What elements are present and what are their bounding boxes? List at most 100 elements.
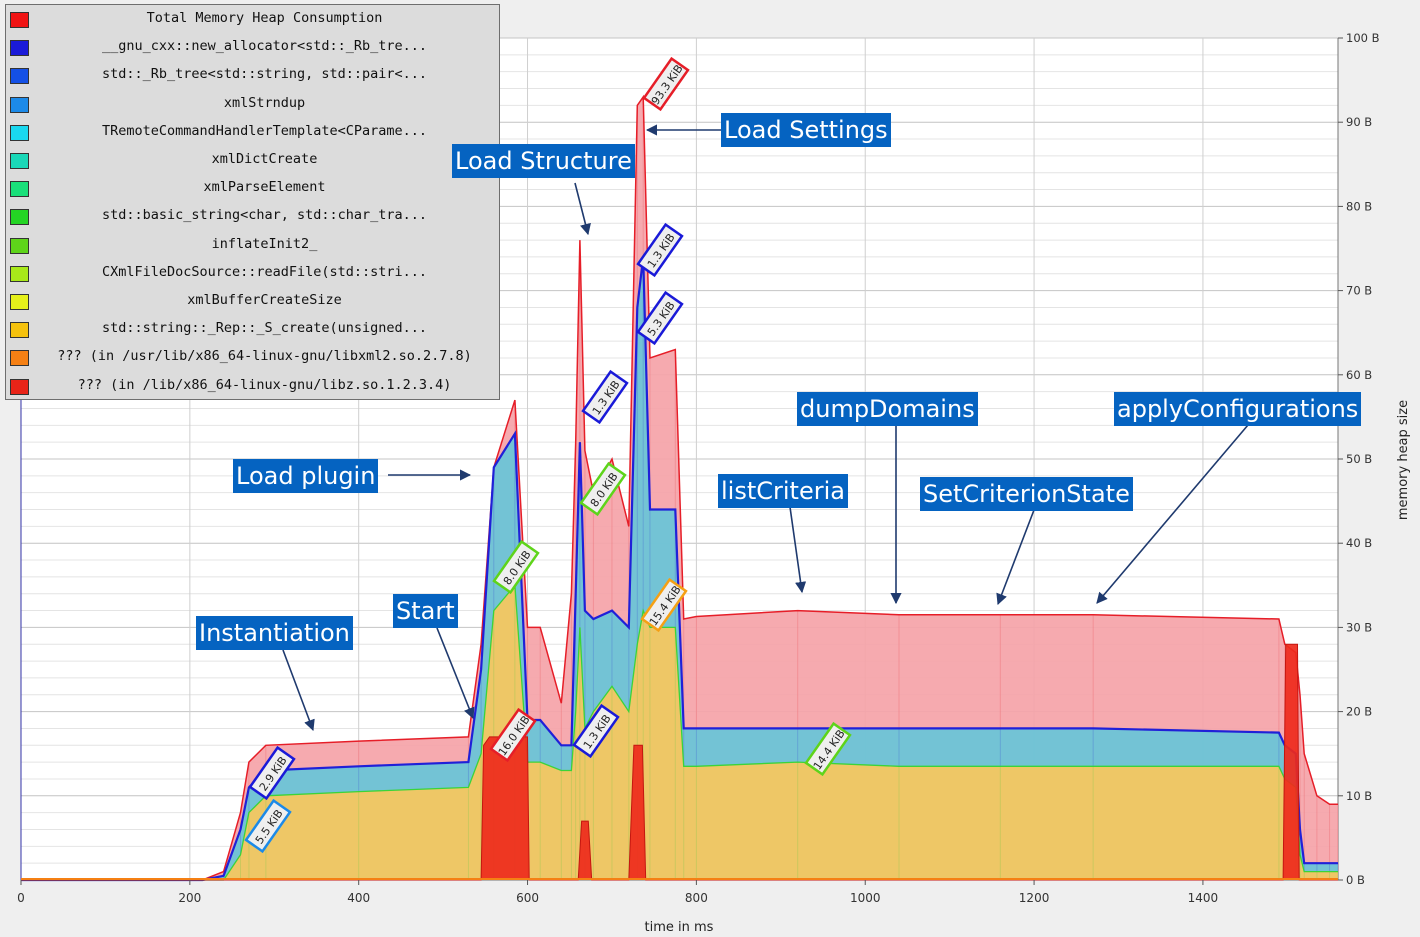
legend-item: std::_Rb_tree<std::string, std::pair<...: [6, 61, 499, 89]
legend-swatch: [10, 209, 29, 226]
callout-label: Load Structure: [452, 144, 635, 178]
peak-annotation-box: [572, 703, 620, 759]
series-area-2: [21, 585, 1338, 880]
x-tick-label: 200: [178, 891, 201, 905]
series-line-0: [21, 94, 1338, 881]
legend-label: std::basic_string<char, std::char_tra...: [101, 207, 428, 224]
callout-label: Start: [393, 594, 458, 628]
callout-label: listCriteria: [718, 474, 848, 508]
legend-label: inflateInit2_: [211, 235, 318, 252]
peak-annotation-box: [248, 745, 296, 801]
y-tick-label: 60 B: [1346, 368, 1372, 382]
legend-item: __gnu_cxx::new_allocator<std::_Rb_tre...: [6, 33, 499, 61]
x-axis-ticks: 0 200 400 600 800 1000 1200 1400: [17, 880, 1218, 905]
y-tick-label: 40 B: [1346, 536, 1372, 550]
legend-item: CXmlFileDocSource::readFile(std::stri...: [6, 259, 499, 287]
series-line-1: [21, 256, 1338, 882]
y-tick-label: 0 B: [1346, 873, 1365, 887]
x-tick-label: 0: [17, 891, 25, 905]
legend-swatch: [10, 68, 29, 85]
legend-label: xmlParseElement: [203, 179, 326, 196]
peak-annotation-box: [581, 369, 629, 425]
legend-swatch: [10, 378, 29, 395]
legend-swatch: [10, 294, 29, 310]
legend-swatch: [10, 96, 29, 113]
y-tick-label: 90 B: [1346, 115, 1372, 129]
callout-label: Load Settings: [721, 113, 891, 147]
chart-legend: Total Memory Heap Consumption__gnu_cxx::…: [5, 4, 500, 400]
legend-item: ??? (in /lib/x86_64-linux-gnu/libz.so.1.…: [6, 372, 499, 400]
peak-annotation-box: [579, 461, 627, 517]
x-tick-label: 1000: [850, 891, 881, 905]
callout-arrow: [996, 509, 1035, 606]
legend-swatch: [10, 124, 29, 141]
legend-label: std::string::_Rep::_S_create(unsigned...: [101, 320, 428, 337]
legend-swatch: [10, 265, 29, 282]
legend-label: xmlBufferCreateSize: [187, 292, 342, 308]
x-axis-label: time in ms: [645, 920, 714, 935]
legend-item: Total Memory Heap Consumption: [6, 5, 499, 33]
y-tick-label: 10 B: [1346, 789, 1372, 803]
legend-label: __gnu_cxx::new_allocator<std::_Rb_tre...: [101, 38, 428, 55]
legend-label: std::_Rb_tree<std::string, std::pair<...: [101, 66, 428, 83]
legend-item: xmlStrndup: [6, 90, 499, 118]
legend-swatch: [10, 181, 29, 198]
legend-swatch: [10, 153, 29, 169]
peak-annotation-box: [640, 577, 688, 633]
legend-item: xmlParseElement: [6, 174, 499, 202]
legend-item: xmlDictCreate: [6, 146, 499, 174]
legend-item: ??? (in /usr/lib/x86_64-linux-gnu/libxml…: [6, 343, 499, 371]
chart-areas: [21, 94, 1339, 882]
x-tick-label: 400: [347, 891, 370, 905]
legend-item: TRemoteCommandHandlerTemplate<CParame...: [6, 118, 499, 146]
y-axis-label: memory heap size: [1396, 400, 1411, 520]
legend-swatch: [10, 12, 29, 28]
x-tick-label: 600: [516, 891, 539, 905]
callout-label: Load plugin: [233, 459, 379, 493]
callout-label: applyConfigurations: [1114, 392, 1362, 426]
callout-arrow: [1096, 424, 1249, 604]
legend-item: xmlBufferCreateSize: [6, 287, 499, 315]
callout-arrow: [436, 627, 475, 720]
series-line-2: [21, 583, 1338, 881]
legend-label: xmlStrndup: [223, 94, 306, 111]
callout-arrow: [789, 506, 807, 594]
y-tick-label: 20 B: [1346, 705, 1372, 719]
legend-swatch: [10, 350, 29, 367]
legend-swatch: [10, 237, 29, 254]
legend-label: ??? (in /usr/lib/x86_64-linux-gnu/libxml…: [57, 348, 472, 365]
peak-annotation-box: [636, 290, 684, 346]
peak-annotation-box: [492, 539, 540, 595]
y-tick-label: 100 B: [1346, 31, 1380, 45]
peak-annotation-box: [244, 798, 292, 854]
callout-arrows: [282, 124, 1249, 732]
legend-label: ??? (in /lib/x86_64-linux-gnu/libz.so.1.…: [77, 376, 452, 393]
x-tick-label: 800: [685, 891, 708, 905]
legend-item: inflateInit2_: [6, 231, 499, 259]
legend-label: Total Memory Heap Consumption: [146, 10, 383, 26]
x-tick-label: 1200: [1019, 891, 1050, 905]
peak-annotation-box: [636, 222, 684, 278]
callout-arrow: [574, 182, 591, 236]
legend-swatch: [10, 40, 29, 57]
legend-swatch: [10, 322, 29, 339]
y-axis-ticks: 0 B10 B20 B30 B40 B50 B60 B70 B80 B90 B1…: [1338, 31, 1380, 887]
peak-annotation-box: [489, 707, 537, 763]
callout-arrow: [282, 649, 315, 732]
peak-annotation: 93.3 KiB: [642, 56, 690, 112]
y-tick-label: 80 B: [1346, 199, 1372, 213]
y-tick-label: 50 B: [1346, 452, 1372, 466]
y-tick-label: 70 B: [1346, 284, 1372, 298]
peak-annotation-box: [804, 721, 852, 777]
legend-label: TRemoteCommandHandlerTemplate<CParame...: [101, 122, 428, 139]
x-tick-label: 1400: [1188, 891, 1219, 905]
legend-label: xmlDictCreate: [211, 151, 318, 167]
callout-label: dumpDomains: [797, 392, 978, 426]
callout-label: SetCriterionState: [920, 477, 1133, 511]
legend-item: std::string::_Rep::_S_create(unsigned...: [6, 315, 499, 343]
legend-label: CXmlFileDocSource::readFile(std::stri...: [101, 263, 428, 280]
callout-label: Instantiation: [196, 616, 353, 650]
legend-item: std::basic_string<char, std::char_tra...: [6, 202, 499, 230]
peak-annotation-box: [642, 56, 690, 112]
